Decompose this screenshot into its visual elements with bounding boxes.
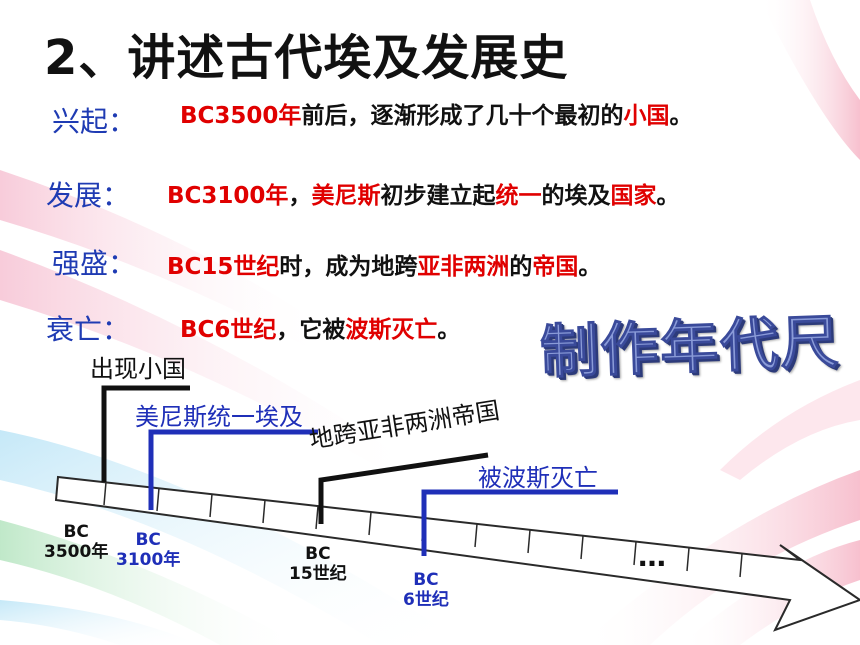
row-1-segment-1: ， [288, 183, 312, 209]
row-2-segment-3: 的 [509, 254, 533, 280]
row-0-segment-2: 小国 [623, 103, 670, 129]
row-text-development: BC3100年，美尼斯初步建立起统一的埃及国家。 [167, 176, 679, 210]
row-0-segment-1: 前后，逐渐形成了几十个最初的 [301, 103, 624, 129]
row-text-decline: BC6世纪，它被波斯灭亡。 [180, 310, 460, 344]
bracket-persian-conquest [421, 489, 618, 556]
tick-label-bc6c: BC 6世纪 [403, 570, 449, 610]
row-3-segment-2: 波斯灭亡 [345, 317, 438, 343]
row-label-prosperity: 强盛： [52, 247, 137, 280]
timeline-ellipsis: … [638, 540, 666, 573]
timeline-ticks [103, 481, 743, 578]
row-1-segment-6: 国家 [610, 183, 657, 209]
row-text-prosperity: BC15世纪时，成为地跨亚非两洲的帝国。 [167, 247, 601, 281]
row-3-segment-0: BC6世纪 [180, 317, 277, 343]
bracket-empire [318, 452, 489, 524]
row-2-segment-2: 亚非两洲 [417, 254, 510, 280]
tick-label-bc3100: BC 3100年 [116, 530, 181, 570]
row-1-segment-2: 美尼斯 [311, 183, 381, 209]
bracket-unification [148, 429, 318, 510]
timeline-arrow [54, 475, 860, 632]
row-2-segment-5: 。 [578, 254, 602, 280]
tick-label-bc3500: BC 3500年 [44, 522, 109, 562]
row-1-segment-5: 的埃及 [541, 183, 611, 209]
event-unification: 美尼斯统一埃及 [135, 403, 303, 431]
row-1-segment-3: 初步建立起 [380, 183, 496, 209]
tick-label-bc15c: BC 15世纪 [289, 544, 347, 584]
row-2-segment-4: 帝国 [532, 254, 579, 280]
row-1-segment-0: BC3100年 [167, 183, 289, 209]
event-small-states: 出现小国 [90, 355, 186, 383]
row-1-segment-7: 。 [656, 183, 680, 209]
row-3-segment-1: ，它被 [276, 317, 346, 343]
row-1-segment-4: 统一 [495, 183, 542, 209]
row-label-development: 发展： [46, 179, 131, 212]
page-title: 2、讲述古代埃及发展史 [44, 30, 569, 86]
event-persian-conquest: 被波斯灭亡 [478, 464, 598, 492]
row-label-rise: 兴起： [52, 105, 137, 138]
row-2-segment-1: 时，成为地跨 [279, 254, 418, 280]
bracket-small-states [101, 385, 190, 482]
row-0-segment-0: BC3500年 [180, 103, 302, 129]
row-2-segment-0: BC15世纪 [167, 254, 280, 280]
row-0-segment-3: 。 [669, 103, 693, 129]
row-3-segment-3: 。 [437, 317, 461, 343]
row-label-decline: 衰亡： [46, 313, 131, 346]
row-text-rise: BC3500年前后，逐渐形成了几十个最初的小国。 [180, 96, 692, 130]
